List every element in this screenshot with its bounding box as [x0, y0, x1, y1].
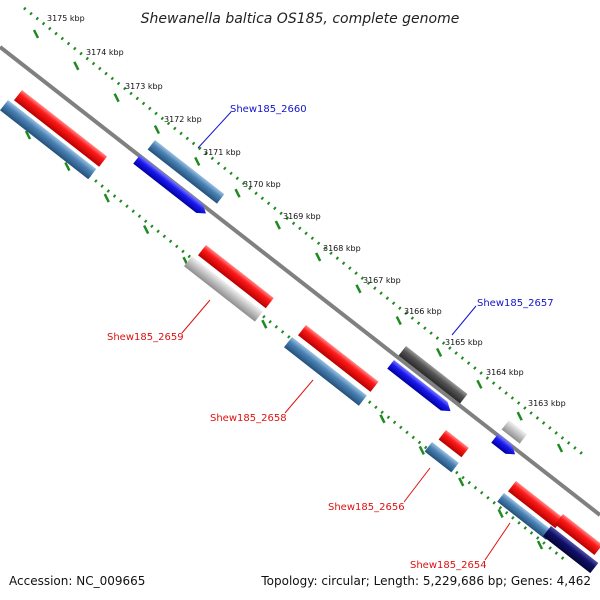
- gene-bar-2660-steel[interactable]: [147, 140, 225, 204]
- outer-ruler-ticks: [32, 29, 564, 453]
- kbp-label: 3169 kbp: [283, 212, 321, 221]
- gene-label-2657[interactable]: Shew185_2657: [477, 298, 554, 309]
- gene-bar-right-red[interactable]: [554, 514, 600, 556]
- ruler-tick: [143, 225, 150, 235]
- gene-bar-2654-red[interactable]: [507, 481, 564, 529]
- ruler-tick: [194, 156, 201, 166]
- ruler-tick: [32, 29, 40, 39]
- ruler-tick: [315, 252, 322, 262]
- gene-label-2654[interactable]: Shew185_2654: [410, 560, 487, 571]
- gene-bar-2659-red[interactable]: [197, 245, 274, 309]
- gene-bar-2657-blue[interactable]: [387, 360, 454, 415]
- kbp-label: 3172 kbp: [164, 115, 202, 124]
- kbp-label: 3163 kbp: [528, 399, 566, 408]
- ruler-tick: [234, 188, 241, 198]
- gene-bar-small-blue[interactable]: [491, 434, 518, 459]
- gene-bar-left-steel[interactable]: [0, 100, 97, 180]
- genome-summary: Topology: circular; Length: 5,229,686 bp…: [260, 574, 591, 588]
- ruler-tick: [274, 220, 281, 230]
- gene-bar-2658-steel[interactable]: [283, 337, 367, 406]
- kbp-label: 3167 kbp: [363, 276, 401, 285]
- ruler-tick: [73, 61, 80, 71]
- kbp-label: 3168 kbp: [323, 244, 361, 253]
- ruler-tick: [418, 445, 425, 455]
- ruler-tick: [24, 130, 32, 140]
- ruler-tick: [355, 284, 362, 294]
- gene-label-2656[interactable]: Shew185_2656: [328, 502, 405, 513]
- gene-bar-2659-light[interactable]: [183, 256, 263, 322]
- gene-bar-left-red[interactable]: [13, 89, 108, 167]
- ruler-tick: [497, 508, 504, 519]
- ruler-tick: [458, 477, 465, 487]
- map-title: Shewanella baltica OS185, complete genom…: [141, 11, 460, 27]
- gene-bar-2660-blue[interactable]: [133, 155, 209, 218]
- gene-bar-2654-steel[interactable]: [497, 493, 553, 540]
- gene-bar-2656-red[interactable]: [438, 430, 469, 458]
- kbp-label: 3175 kbp: [47, 14, 85, 23]
- gene-label-2660[interactable]: Shew185_2660: [230, 104, 307, 115]
- ruler-tick: [379, 414, 386, 424]
- ruler-tick: [261, 319, 268, 329]
- gene-leader-lines: [181, 111, 511, 561]
- ruler-tick: [536, 540, 544, 550]
- kbp-labels: 3175 kbp 3174 kbp 3173 kbp 3172 kbp 3171 kbp…: [47, 14, 566, 408]
- accession-label: Accession: NC_009665: [9, 574, 145, 588]
- gene-features: [0, 89, 600, 574]
- gene-bar-right-navy[interactable]: [542, 526, 599, 574]
- kbp-label: 3171 kbp: [203, 148, 241, 157]
- ruler-tick: [476, 379, 483, 389]
- ruler-tick: [556, 443, 564, 453]
- ruler-tick: [395, 316, 402, 326]
- gene-bar-2657-dark[interactable]: [398, 346, 468, 404]
- gene-bar-small-light[interactable]: [501, 420, 528, 444]
- ruler-tick: [113, 93, 120, 103]
- ruler-tick: [153, 124, 161, 135]
- kbp-label: 3174 kbp: [86, 48, 124, 57]
- kbp-label: 3166 kbp: [404, 307, 442, 316]
- ruler-tick: [64, 161, 71, 172]
- gene-bar-2656-steel[interactable]: [424, 442, 459, 473]
- inner-ruler: [7, 108, 566, 562]
- gene-label-2658[interactable]: Shew185_2658: [210, 413, 287, 424]
- kbp-label: 3170 kbp: [243, 180, 281, 189]
- gene-label-2659[interactable]: Shew185_2659: [107, 332, 184, 343]
- kbp-label: 3164 kbp: [486, 368, 524, 377]
- outer-ruler: [23, 6, 586, 458]
- kbp-label: 3165 kbp: [445, 338, 483, 347]
- kbp-label: 3173 kbp: [125, 82, 163, 91]
- ruler-tick: [435, 347, 443, 358]
- gene-bar-2658-red[interactable]: [297, 325, 379, 392]
- ruler-tick: [103, 193, 110, 203]
- ruler-tick: [516, 411, 523, 421]
